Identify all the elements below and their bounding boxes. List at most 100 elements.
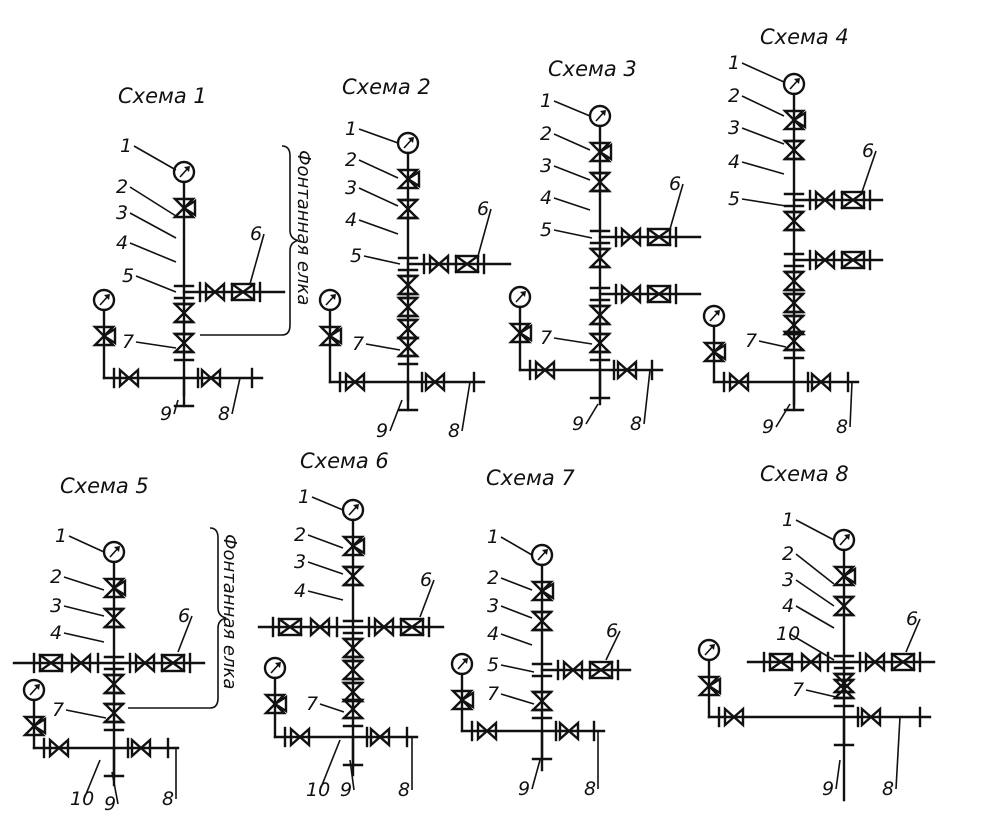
horizontal-valve-icon [562, 659, 584, 681]
three-way-valve-icon [450, 689, 475, 711]
choke-icon [230, 282, 256, 302]
choke-icon [890, 652, 916, 672]
fontannaya-elka-bracket: Фонтанная елка [128, 527, 240, 709]
horizontal-valve-icon [289, 726, 311, 748]
pressure-gauge-icon [102, 540, 126, 564]
callout-number: 2 [50, 566, 62, 588]
callout-number: 10 [70, 788, 94, 810]
callout-number: 8 [836, 416, 848, 438]
callout-number: 6 [250, 223, 262, 245]
vertical-valve-icon [102, 702, 126, 724]
scheme-title: Схема 8 [760, 462, 849, 486]
callout-number: 5 [122, 265, 134, 287]
three-way-valve-icon [530, 580, 555, 602]
choke-icon [38, 653, 64, 673]
callout-number: 7 [306, 693, 318, 715]
callout-number: 1 [540, 90, 552, 112]
vertical-valve-icon [396, 336, 420, 358]
callout-number: 2 [116, 176, 128, 198]
three-way-valve-icon [92, 325, 117, 347]
callout-number: 5 [487, 654, 499, 676]
callout-number: 2 [782, 543, 794, 565]
horizontal-valve-icon [814, 189, 836, 211]
callout-number: 4 [116, 232, 128, 254]
fontannaya-elka-bracket: Фонтанная елка [200, 145, 314, 336]
three-way-valve-icon [396, 168, 421, 190]
callout-number: 7 [745, 330, 757, 352]
callout-number: 8 [398, 779, 410, 801]
vertical-valve-icon [341, 565, 365, 587]
choke-icon [840, 250, 866, 270]
three-way-valve-icon [697, 675, 722, 697]
horizontal-valve-icon [134, 652, 156, 674]
three-way-valve-icon [102, 577, 127, 599]
vertical-valve-icon [588, 332, 612, 354]
vertical-valve-icon [530, 610, 554, 632]
choke-icon [454, 254, 480, 274]
callout-number: 3 [728, 117, 740, 139]
horizontal-valve-icon [309, 616, 331, 638]
callout-number: 9 [518, 778, 530, 800]
callout-number: 2 [487, 567, 499, 589]
horizontal-valve-icon [800, 651, 822, 673]
callout-number: 3 [782, 569, 794, 591]
callout-number: 7 [52, 699, 64, 721]
scheme-title: Схема 7 [486, 466, 575, 490]
callout-number: 6 [420, 569, 432, 591]
callout-number: 1 [55, 525, 67, 547]
choke-icon [399, 617, 425, 637]
scheme-title: Схема 1 [118, 84, 207, 108]
callout-number: 9 [340, 779, 352, 801]
callout-number: 2 [728, 85, 740, 107]
callout-number: 7 [792, 679, 804, 701]
three-way-valve-icon [782, 109, 807, 131]
choke-icon [768, 652, 794, 672]
horizontal-valve-icon [204, 281, 226, 303]
vertical-valve-icon [832, 595, 856, 617]
choke-icon [588, 660, 614, 680]
scheme-title: Схема 5 [60, 474, 149, 498]
three-way-valve-icon [341, 535, 366, 557]
vertical-valve-icon [530, 690, 554, 712]
horizontal-valve-icon [344, 371, 366, 393]
callout-number: 6 [178, 605, 190, 627]
horizontal-valve-icon [814, 249, 836, 271]
vertical-valve-icon [782, 210, 806, 232]
horizontal-valve-icon [424, 371, 446, 393]
choke-icon [160, 653, 186, 673]
horizontal-valve-icon [534, 359, 556, 381]
scheme-title: Схема 6 [300, 449, 389, 473]
callout-number: 3 [487, 595, 499, 617]
pressure-gauge-icon [832, 528, 856, 552]
pressure-gauge-icon [341, 498, 365, 522]
callout-number: 8 [448, 420, 460, 442]
scheme-title: Схема 3 [548, 57, 637, 81]
callout-number: 6 [862, 140, 874, 162]
vertical-valve-icon [102, 607, 126, 629]
horizontal-valve-icon [48, 737, 70, 759]
pressure-gauge-icon [508, 285, 532, 309]
callout-number: 3 [540, 155, 552, 177]
callout-number: 7 [122, 331, 134, 353]
horizontal-valve-icon [130, 737, 152, 759]
callout-number: 8 [162, 788, 174, 810]
vertical-valve-icon [102, 673, 126, 695]
callout-number: 3 [294, 551, 306, 573]
callout-number: 7 [540, 327, 552, 349]
horizontal-valve-icon [620, 226, 642, 248]
callout-number: 9 [104, 793, 116, 815]
horizontal-valve-icon [616, 359, 638, 381]
callout-number: 4 [782, 595, 794, 617]
callout-number: 9 [572, 413, 584, 435]
vertical-valve-icon [782, 270, 806, 292]
callout-number: 1 [728, 52, 740, 74]
three-way-valve-icon [263, 693, 288, 715]
horizontal-valve-icon [864, 651, 886, 673]
pressure-gauge-icon [22, 678, 46, 702]
callout-number: 5 [728, 188, 740, 210]
